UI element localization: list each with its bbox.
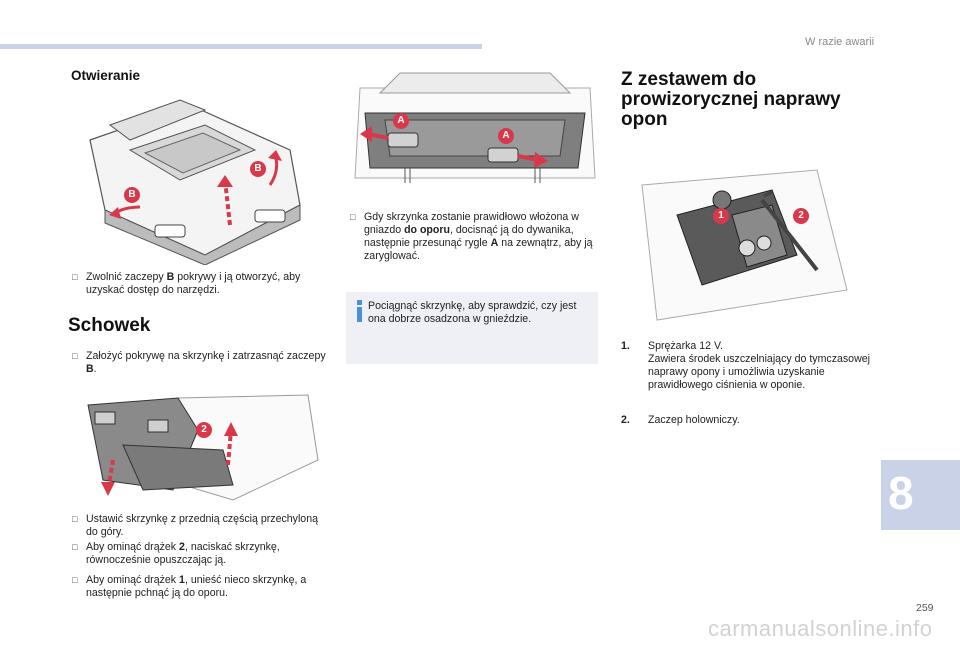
illustration-insert-box: [87, 394, 319, 501]
list-item-tow-hook: 2. Zaczep holowniczy.: [621, 414, 740, 426]
heading-opening: Otwieranie: [71, 68, 141, 83]
illustration-repair-kit: [641, 169, 848, 321]
chapter-number: 8: [888, 467, 914, 519]
instruction-tilt-box: □ Ustawić skrzynkę z przednią częścią pr…: [72, 513, 318, 538]
bullet-icon: □: [72, 542, 78, 552]
bullet-icon: □: [72, 272, 78, 282]
callout-1-right: 1: [713, 208, 729, 224]
bullet-icon: □: [72, 351, 78, 361]
info-text: Pociągnąć skrzynkę, aby sprawdzić, czy j…: [368, 300, 577, 325]
instruction-release-clips: □ Zwolnić zaczepy B pokrywy i ją otworzy…: [72, 271, 301, 296]
callout-2-right: 2: [793, 208, 809, 224]
page-number: 259: [916, 602, 934, 614]
bullet-icon: □: [72, 514, 78, 524]
bullet-icon: □: [350, 212, 356, 222]
callout-a-1: A: [393, 113, 409, 129]
heading-repair-kit: Z zestawem do prowizorycznej naprawy opo…: [621, 69, 841, 130]
section-title: W razie awarii: [805, 36, 875, 48]
bullet-icon: □: [72, 575, 78, 585]
instruction-attach-cover: □ Założyć pokrywę na skrzynkę i zatrzasn…: [72, 350, 326, 375]
illustration-lock-box: [354, 72, 596, 183]
callout-b-1: B: [250, 161, 266, 177]
info-icon: [356, 300, 363, 324]
instruction-lock-box: □ Gdy skrzynka zostanie prawidłowo włożo…: [350, 211, 593, 262]
illustration-open-lid: [89, 99, 301, 265]
heading-storage: Schowek: [68, 315, 151, 336]
callout-2-left: 2: [196, 422, 212, 438]
watermark: carmanualsonline.info: [708, 616, 933, 641]
info-box: Pociągnąć skrzynkę, aby sprawdzić, czy j…: [346, 292, 598, 364]
chapter-tab: [881, 460, 960, 530]
callout-a-2: A: [498, 128, 514, 144]
list-item-compressor: 1. Sprężarka 12 V. Zawiera środek uszcze…: [621, 340, 870, 391]
instruction-avoid-rod-1: □ Aby ominąć drążek 1, unieść nieco skrz…: [72, 574, 307, 599]
instruction-avoid-rod-2: □ Aby ominąć drążek 2, naciskać skrzynkę…: [72, 541, 280, 566]
callout-b-2: B: [124, 187, 140, 203]
header-bar: [0, 44, 482, 49]
